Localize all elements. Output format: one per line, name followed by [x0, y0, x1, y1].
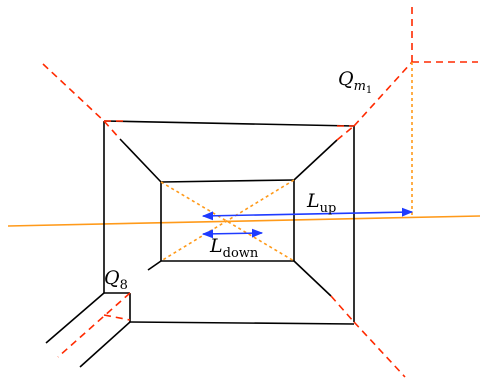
label-l-down: Ldown: [209, 235, 259, 261]
orange-horizontal-line: [7, 215, 481, 227]
label-q-m1: Qm1: [338, 68, 372, 96]
orange-dotted-lines: [160, 62, 413, 262]
black-diagonals: [45, 138, 338, 368]
inner-quadrilateral: [160, 179, 295, 262]
outer-quadrilateral: [103, 120, 355, 325]
label-l-up: Lup: [306, 190, 336, 216]
red-dashed-lines: [42, 2, 478, 378]
label-q-8: Q8: [104, 267, 128, 293]
l-up-arrow: [201, 207, 414, 221]
l-down-arrow: [201, 228, 264, 239]
